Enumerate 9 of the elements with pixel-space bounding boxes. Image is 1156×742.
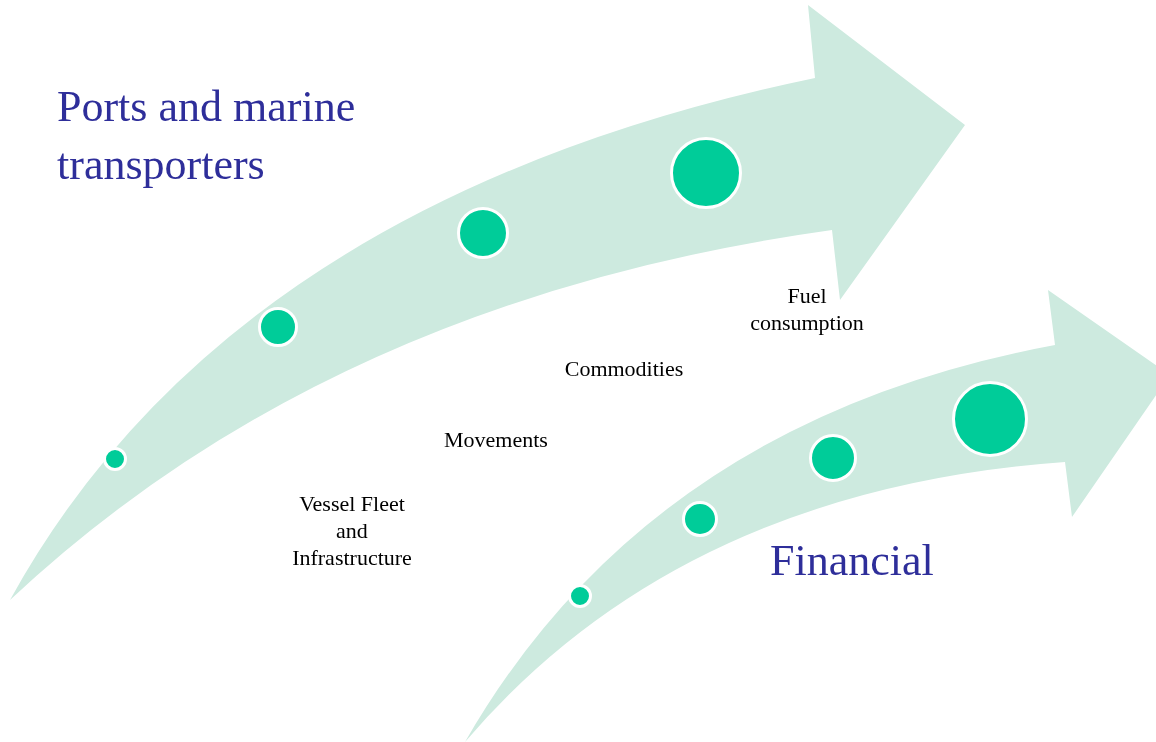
curved-arrow <box>8 3 968 603</box>
heading-text: Ports and marine transporters <box>57 81 357 191</box>
milestone-dot <box>568 584 592 608</box>
heading-text: Financial <box>770 535 935 587</box>
stage-label: Fuel consumption <box>749 282 865 336</box>
stage-label: Vessel Fleet and Infrastructure <box>291 490 413 571</box>
milestone-dot <box>103 447 127 471</box>
stage-label: Movements <box>443 426 549 453</box>
stage-label: Commodities <box>563 355 685 382</box>
